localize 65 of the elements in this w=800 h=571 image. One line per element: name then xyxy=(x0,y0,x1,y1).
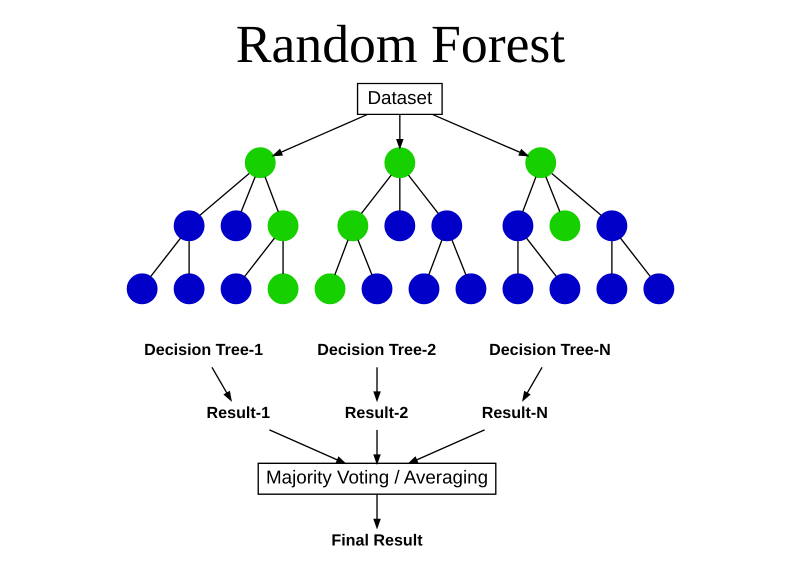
node-circle xyxy=(548,210,580,242)
node-circle xyxy=(126,273,158,304)
connector xyxy=(188,241,190,274)
node-text: Result-2 xyxy=(344,404,408,422)
node-circle xyxy=(455,273,486,304)
arrow xyxy=(268,429,346,464)
node-circle xyxy=(408,273,439,304)
arrow xyxy=(406,429,484,464)
node-circle xyxy=(384,147,415,178)
connector xyxy=(244,238,274,277)
node-circle xyxy=(361,273,392,304)
node-circle xyxy=(524,147,556,178)
connector xyxy=(282,241,284,274)
node-circle xyxy=(642,273,674,304)
connector xyxy=(356,240,372,275)
arrow xyxy=(271,114,368,156)
node-circle xyxy=(502,210,533,242)
connector xyxy=(522,176,536,212)
connector xyxy=(550,172,602,216)
connector xyxy=(516,241,518,274)
node-circle xyxy=(596,210,627,242)
arrow xyxy=(372,494,380,530)
node-text: Result-N xyxy=(481,404,548,422)
connector xyxy=(407,174,438,214)
node-box: Majority Voting / Averaging xyxy=(257,462,496,495)
connector xyxy=(334,240,348,275)
node-circle xyxy=(244,147,276,178)
node-text: Decision Tree-1 xyxy=(144,340,263,359)
arrow xyxy=(432,114,530,156)
node-circle xyxy=(267,273,298,304)
node-circle xyxy=(430,210,462,242)
connector xyxy=(544,176,560,212)
node-circle xyxy=(267,210,298,242)
arrow xyxy=(372,367,380,402)
connector xyxy=(610,241,612,274)
node-circle xyxy=(384,210,415,242)
connector xyxy=(450,240,466,275)
arrow xyxy=(396,114,404,150)
connector xyxy=(264,176,278,212)
connector xyxy=(428,240,442,275)
node-circle xyxy=(173,273,204,304)
node-text: Decision Tree-N xyxy=(488,340,610,359)
node-text: Final Result xyxy=(330,531,422,550)
connector xyxy=(619,238,650,277)
arrow xyxy=(522,366,542,402)
connector xyxy=(240,176,256,212)
arrow xyxy=(372,430,380,466)
node-circle xyxy=(548,273,580,304)
node-text: Result-1 xyxy=(206,404,270,422)
connector xyxy=(398,178,400,211)
node-text: Decision Tree-2 xyxy=(316,340,436,359)
arrow xyxy=(210,366,232,402)
node-circle xyxy=(336,210,368,242)
node-circle xyxy=(173,210,204,242)
node-circle xyxy=(596,273,627,304)
node-circle xyxy=(502,273,533,304)
node-circle xyxy=(220,273,252,304)
connector xyxy=(150,238,181,277)
node-circle xyxy=(314,273,345,304)
node-box: Dataset xyxy=(356,82,442,116)
connector xyxy=(198,172,250,216)
connector xyxy=(360,174,392,214)
node-circle xyxy=(220,210,252,242)
connector xyxy=(526,238,556,277)
diagram-title: Random Forest xyxy=(235,14,565,74)
